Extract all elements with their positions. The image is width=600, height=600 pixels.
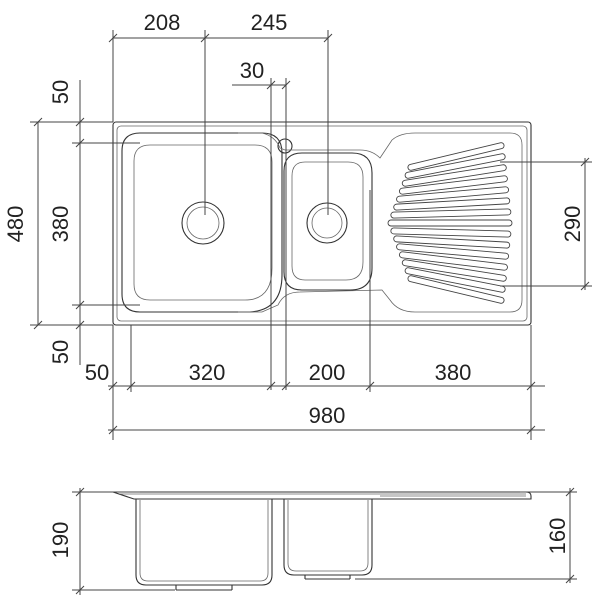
dim-small-bowl-width: 200 <box>309 360 346 385</box>
dim-bottom-margin: 50 <box>48 340 73 364</box>
drainer-groove <box>387 219 513 227</box>
large-bowl-inner <box>133 144 273 301</box>
dim-left-margin: 50 <box>85 360 109 385</box>
dimension-labels: 208 245 30 480 380 50 50 290 50 320 200 … <box>3 10 585 428</box>
basin-well-outline <box>238 132 523 313</box>
drainer-groove <box>390 208 512 219</box>
small-bowl-outline <box>283 152 373 291</box>
drainer-groove <box>393 197 511 211</box>
small-bowl-waste-inner <box>311 207 343 239</box>
drainer-groove <box>407 142 505 171</box>
dim-waste-spacing: 245 <box>251 10 288 35</box>
drainer-groove <box>401 259 507 282</box>
drainer-grooves <box>387 142 513 304</box>
dim-drainer-width: 380 <box>435 360 472 385</box>
dim-top-margin: 50 <box>48 80 73 104</box>
dim-small-bowl-height: 160 <box>545 518 570 555</box>
small-bowl-waste-outer <box>306 202 348 244</box>
drainer-groove <box>396 186 510 203</box>
large-bowl-outline <box>121 132 283 313</box>
dim-large-bowl-height: 190 <box>48 522 73 559</box>
drainer-groove <box>401 164 507 187</box>
sink-inner-rim <box>116 125 528 322</box>
small-bowl-inner <box>291 161 364 281</box>
large-bowl-waste-outer <box>181 201 225 245</box>
drainer-groove <box>396 243 510 260</box>
dim-overall-width: 980 <box>309 403 346 428</box>
dimension-lines <box>30 30 592 440</box>
sink-outer-rim <box>112 121 532 326</box>
large-bowl-waste-inner <box>186 206 220 240</box>
dim-waste-left: 208 <box>144 10 181 35</box>
tap-hole <box>277 138 293 154</box>
drainer-groove <box>404 153 506 179</box>
side-large-bowl <box>135 499 273 586</box>
drainer-groove <box>398 175 508 195</box>
dim-bowl-depth: 380 <box>48 206 73 243</box>
drainer-groove <box>390 227 512 238</box>
sink-top-view <box>112 121 532 326</box>
dim-overall-depth: 480 <box>3 206 28 243</box>
sink-side-view: 190 160 <box>48 487 577 595</box>
drainer-groove <box>404 267 506 293</box>
dim-bowl-gap: 30 <box>240 58 264 83</box>
drainer-groove <box>393 235 511 249</box>
drainer-groove <box>398 251 508 271</box>
drainer-groove <box>407 275 505 304</box>
dim-large-bowl-width: 320 <box>189 360 226 385</box>
side-rim <box>112 491 532 500</box>
dim-drainer-depth: 290 <box>560 206 585 243</box>
side-small-bowl <box>283 499 373 576</box>
